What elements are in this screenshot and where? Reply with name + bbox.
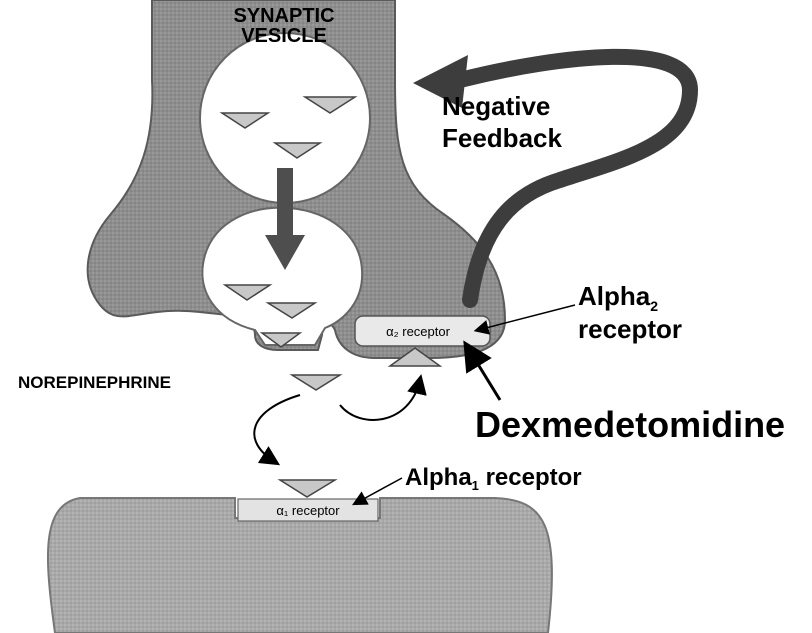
ne-to-alpha1-arrow — [254, 395, 300, 462]
norepinephrine-molecule-bound — [280, 480, 335, 497]
alpha1-receptor-tag: α₁ receptor — [276, 503, 340, 518]
dexmedetomidine-pointer — [468, 348, 500, 400]
alpha2-receptor-tag: α₂ receptor — [386, 324, 451, 339]
dexmedetomidine-label: Dexmedetomidine — [475, 404, 785, 445]
alpha1-label-subscript: 1 — [472, 478, 479, 493]
vesicle-label-line1: SYNAPTIC — [233, 5, 334, 27]
norepinephrine-label: NOREPINEPHRINE — [18, 373, 171, 392]
alpha2-label-main: Alpha — [578, 281, 651, 311]
norepinephrine-molecule — [292, 375, 340, 390]
alpha2-label-line1: Alpha2 — [578, 281, 658, 314]
alpha1-label-main: Alpha — [405, 464, 472, 491]
alpha2-label-subscript: 2 — [650, 298, 658, 314]
feedback-label-line1: Negative — [442, 91, 550, 121]
alpha1-label: Alpha1 receptor — [405, 464, 582, 493]
alpha1-label-rest: receptor — [479, 464, 582, 491]
release-arrow-shaft — [277, 168, 293, 243]
vesicle-label-line2: VESICLE — [241, 25, 327, 47]
ne-to-alpha2-arrow — [340, 380, 420, 420]
alpha2-label-line2: receptor — [578, 314, 682, 344]
feedback-label-line2: Feedback — [442, 123, 562, 153]
